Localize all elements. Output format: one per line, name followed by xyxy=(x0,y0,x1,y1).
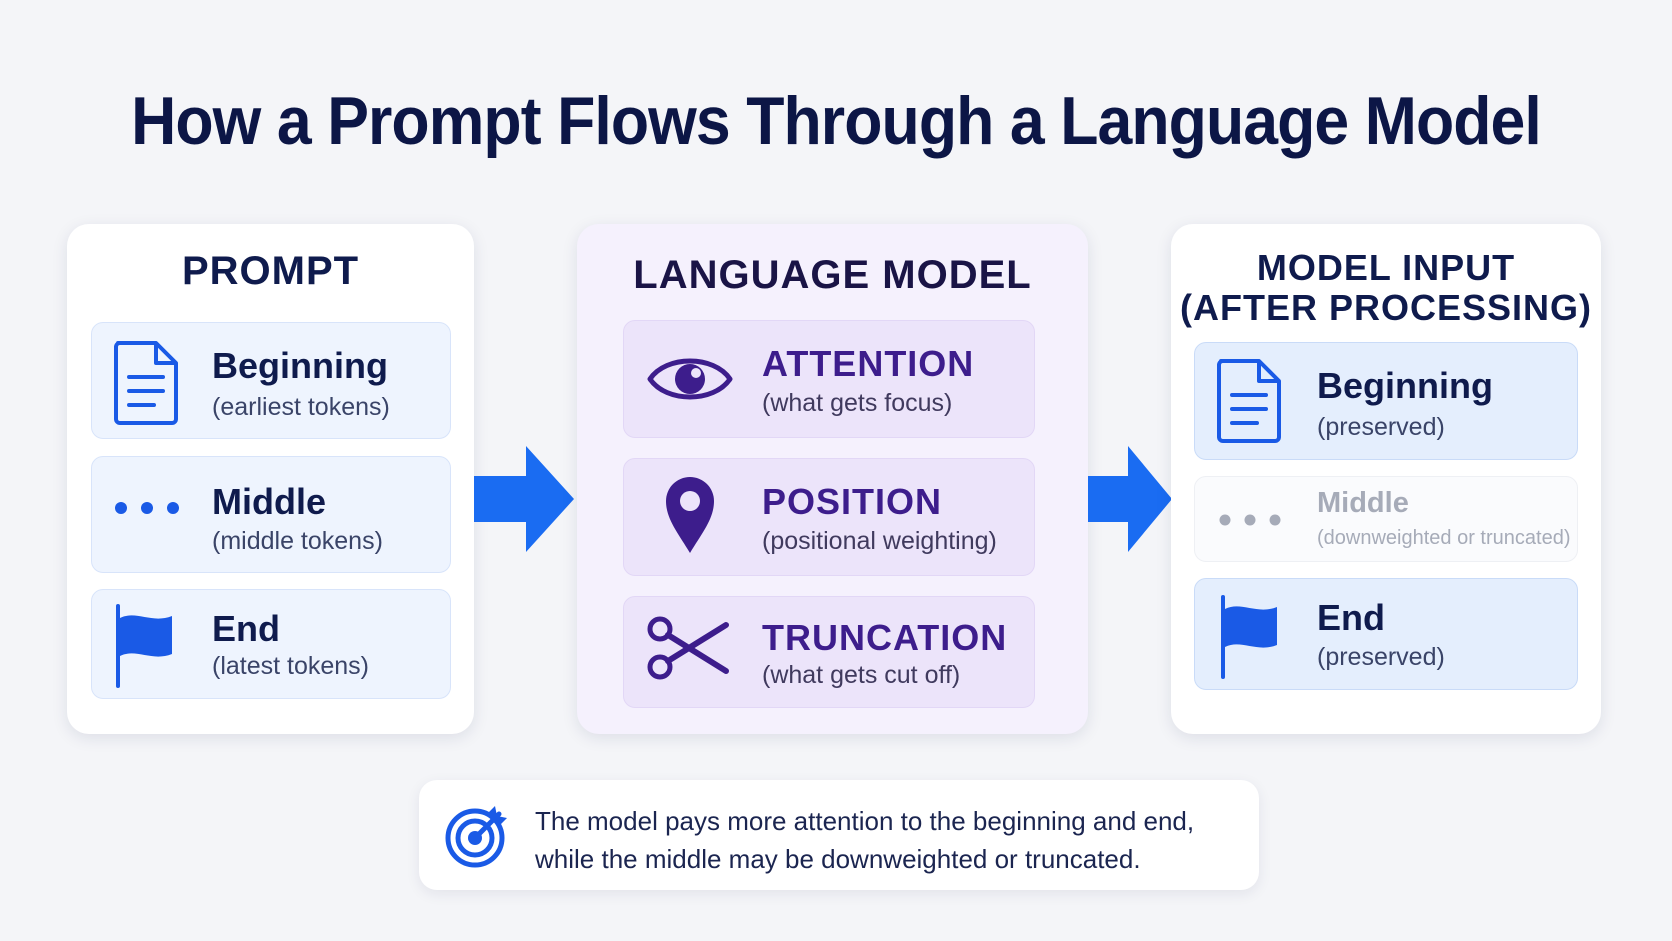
item-label: TRUNCATION xyxy=(762,617,1008,658)
item-sub: (positional weighting) xyxy=(762,527,997,555)
flag-icon xyxy=(114,602,176,693)
ellipsis-icon xyxy=(1219,513,1281,531)
item-sub: (preserved) xyxy=(1317,413,1445,441)
input-item-beginning: Beginning (preserved) xyxy=(1194,342,1578,460)
input-panel-title-line2: (AFTER PROCESSING) xyxy=(1179,287,1592,328)
location-pin-icon xyxy=(664,475,716,560)
item-sub: (earliest tokens) xyxy=(212,393,390,421)
input-panel-title-line1: MODEL INPUT xyxy=(1256,247,1516,288)
scissors-icon xyxy=(646,615,730,686)
item-sub: (what gets focus) xyxy=(762,389,953,417)
document-icon xyxy=(1215,357,1283,448)
target-icon xyxy=(443,802,511,875)
prompt-item-middle: Middle (middle tokens) xyxy=(91,456,451,573)
item-label: ATTENTION xyxy=(762,343,975,384)
model-item-truncation: TRUNCATION (what gets cut off) xyxy=(623,596,1035,708)
flow-arrow-right-icon xyxy=(1088,446,1172,557)
note-line-2: while the middle may be downweighted or … xyxy=(535,844,1141,874)
prompt-panel: PROMPT Beginning (earliest tokens) Middl… xyxy=(67,224,474,734)
item-sub: (middle tokens) xyxy=(212,527,383,555)
input-item-middle: Middle (downweighted or truncated) xyxy=(1194,476,1578,562)
prompt-panel-title: PROMPT xyxy=(181,249,360,293)
item-label: Beginning xyxy=(212,345,388,386)
item-label: End xyxy=(212,608,280,649)
item-sub: (latest tokens) xyxy=(212,652,370,680)
item-label: End xyxy=(1317,597,1385,638)
input-item-end: End (preserved) xyxy=(1194,578,1578,690)
prompt-item-end: End (latest tokens) xyxy=(91,589,451,699)
eye-icon xyxy=(646,349,734,414)
item-label: Middle xyxy=(1317,487,1409,519)
item-sub: (what gets cut off) xyxy=(762,661,961,689)
ellipsis-icon xyxy=(114,501,180,520)
page-title: How a Prompt Flows Through a Language Mo… xyxy=(131,83,1542,159)
summary-note: The model pays more attention to the beg… xyxy=(419,780,1259,890)
item-sub: (downweighted or truncated) xyxy=(1317,527,1571,549)
language-model-panel: LANGUAGE MODEL ATTENTION (what gets focu… xyxy=(577,224,1088,734)
flow-arrow-right-icon xyxy=(474,446,574,557)
item-label: Middle xyxy=(212,481,326,522)
note-line-1: The model pays more attention to the beg… xyxy=(535,806,1195,836)
flag-icon xyxy=(1219,593,1281,684)
item-sub: (preserved) xyxy=(1317,643,1445,671)
document-icon xyxy=(112,339,180,430)
model-item-position: POSITION (positional weighting) xyxy=(623,458,1035,576)
model-panel-title: LANGUAGE MODEL xyxy=(633,253,1032,297)
item-label: POSITION xyxy=(762,481,943,522)
item-label: Beginning xyxy=(1317,365,1493,406)
model-input-panel: MODEL INPUT (AFTER PROCESSING) Beginning… xyxy=(1171,224,1601,734)
prompt-item-beginning: Beginning (earliest tokens) xyxy=(91,322,451,439)
model-item-attention: ATTENTION (what gets focus) xyxy=(623,320,1035,438)
